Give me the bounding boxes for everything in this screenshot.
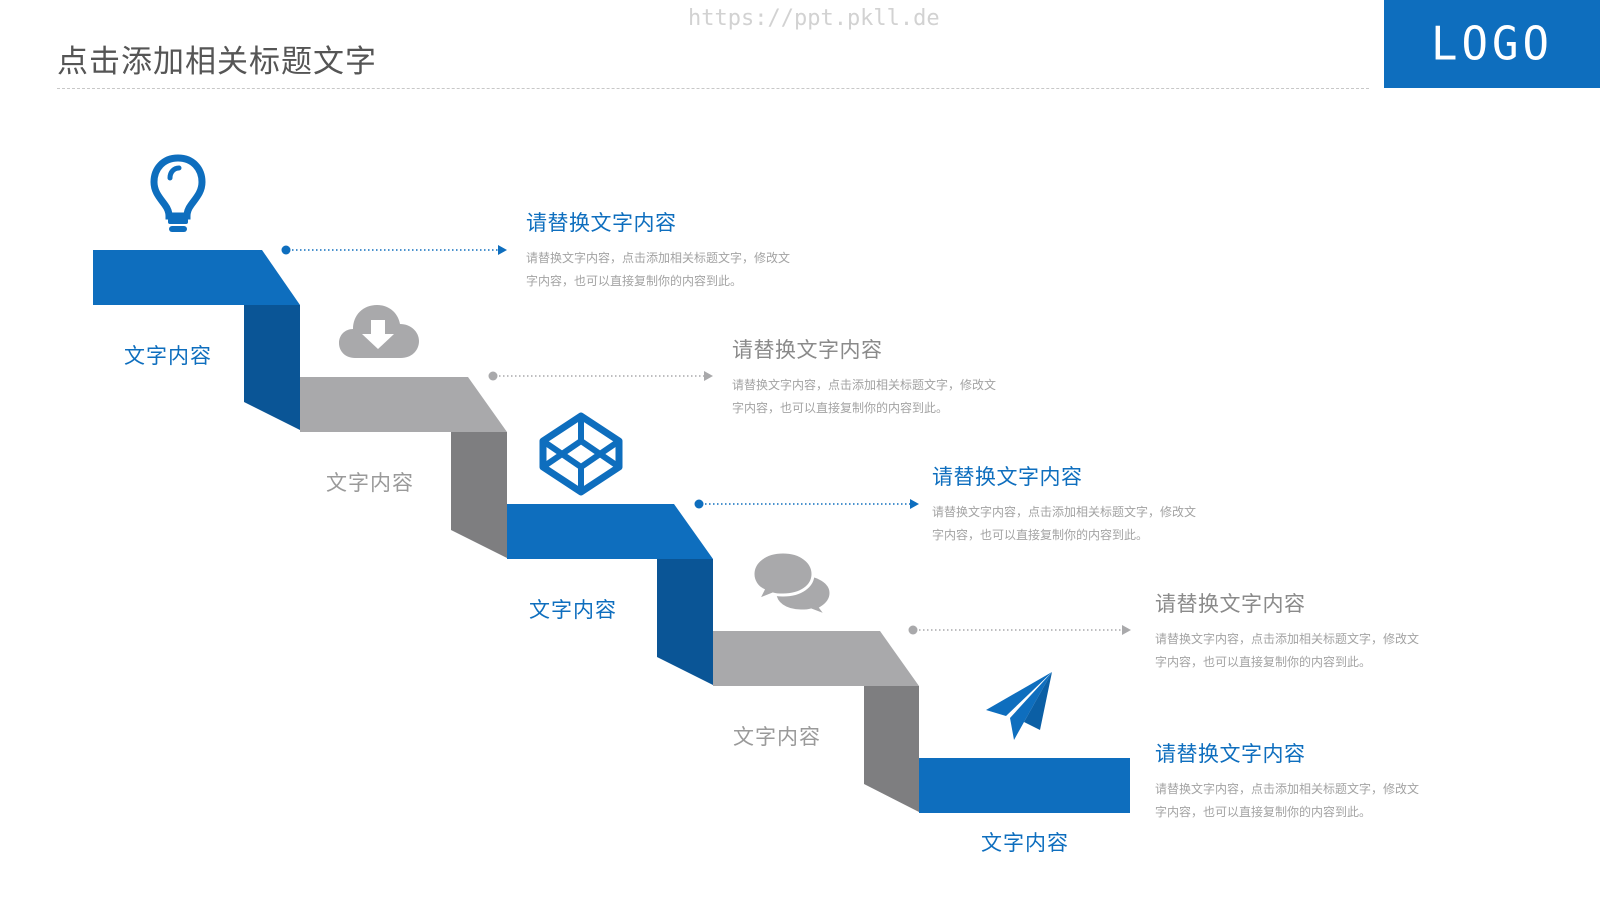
connector-3	[694, 499, 919, 509]
text-block-5: 请替换文字内容 请替换文字内容，点击添加相关标题文字，修改文字内容，也可以直接复…	[1155, 738, 1455, 824]
step-4-riser	[864, 686, 919, 812]
codepen-cube-icon	[539, 412, 623, 496]
connector-2	[488, 371, 713, 381]
text-block-4: 请替换文字内容 请替换文字内容，点击添加相关标题文字，修改文字内容，也可以直接复…	[1155, 588, 1455, 674]
step-1-riser	[244, 305, 300, 430]
step-2-label: 文字内容	[326, 471, 414, 495]
text-heading: 请替换文字内容	[1155, 592, 1306, 616]
connector-4	[908, 625, 1131, 635]
text-body: 请替换文字内容，点击添加相关标题文字，修改文字内容，也可以直接复制你的内容到此。	[1155, 782, 1420, 819]
text-heading: 请替换文字内容	[526, 211, 677, 235]
lightbulb-icon	[150, 154, 206, 232]
text-heading: 请替换文字内容	[732, 338, 883, 362]
header-divider	[57, 88, 1369, 89]
text-body: 请替换文字内容，点击添加相关标题文字，修改文字内容，也可以直接复制你的内容到此。	[526, 251, 791, 288]
text-heading: 请替换文字内容	[932, 465, 1083, 489]
logo-box: LOGO	[1384, 0, 1600, 88]
step-3-tread	[507, 504, 713, 559]
step-3-riser	[657, 559, 713, 685]
paper-plane-icon	[986, 672, 1052, 740]
step-1-tread	[93, 250, 300, 305]
step-2-tread	[300, 377, 507, 432]
text-heading: 请替换文字内容	[1155, 742, 1306, 766]
step-5-tread	[919, 758, 1130, 813]
text-body: 请替换文字内容，点击添加相关标题文字，修改文字内容，也可以直接复制你的内容到此。	[932, 505, 1197, 542]
cloud-download-icon	[339, 305, 419, 358]
step-2-riser	[451, 432, 507, 558]
page-title: 点击添加相关标题文字	[57, 44, 377, 80]
step-1-label: 文字内容	[124, 344, 212, 368]
logo-text: LOGO	[1431, 17, 1553, 71]
chat-bubbles-icon	[751, 550, 833, 616]
watermark-url: https://ppt.pkll.de	[688, 6, 940, 31]
text-block-2: 请替换文字内容 请替换文字内容，点击添加相关标题文字，修改文字内容，也可以直接复…	[732, 334, 1032, 420]
step-4-label: 文字内容	[733, 725, 821, 749]
step-3-label: 文字内容	[529, 598, 617, 622]
text-body: 请替换文字内容，点击添加相关标题文字，修改文字内容，也可以直接复制你的内容到此。	[732, 378, 997, 415]
text-block-3: 请替换文字内容 请替换文字内容，点击添加相关标题文字，修改文字内容，也可以直接复…	[932, 461, 1232, 547]
step-5-label: 文字内容	[981, 831, 1069, 855]
step-4-tread	[713, 631, 919, 686]
text-body: 请替换文字内容，点击添加相关标题文字，修改文字内容，也可以直接复制你的内容到此。	[1155, 632, 1420, 669]
text-block-1: 请替换文字内容 请替换文字内容，点击添加相关标题文字，修改文字内容，也可以直接复…	[526, 207, 826, 293]
connector-1	[281, 245, 507, 255]
